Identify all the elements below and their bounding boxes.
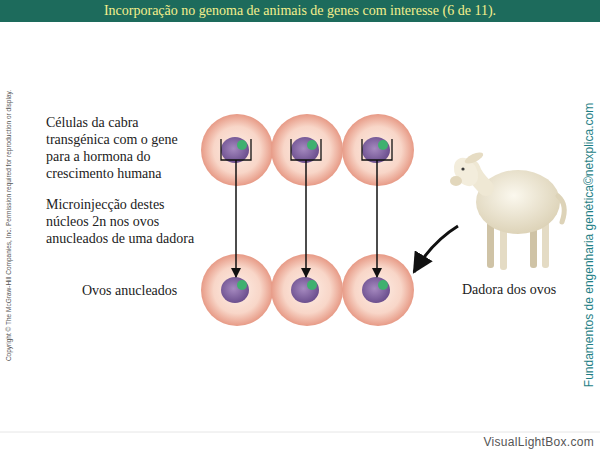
egg-cell <box>201 254 273 326</box>
label-wrap: Ovos anucleados <box>82 282 200 299</box>
cells <box>201 114 414 326</box>
donor-cell <box>342 114 414 186</box>
copyright-note: Copyright © The McGraw-Hill Companies, I… <box>6 89 13 360</box>
label-wrap: Células da cabra transgénica com o gene … <box>46 114 198 182</box>
label-text: Microinjecção destes núcleos 2n nos ovos… <box>46 196 198 247</box>
footer-rule <box>0 432 600 433</box>
label-wrap: Copyright © The McGraw-Hill Companies, I… <box>6 89 13 360</box>
label-wrap: VisualLightBox.com <box>483 435 594 449</box>
egg-cell <box>342 254 414 326</box>
label-text: Ovos anucleados <box>82 282 200 299</box>
watermark: VisualLightBox.com <box>483 435 594 449</box>
title-text: Incorporação no genoma de animais de gen… <box>0 0 600 22</box>
egg-cell <box>271 254 343 326</box>
label-wrap: Dadora dos ovos <box>462 281 586 298</box>
donor-cell <box>271 114 343 186</box>
label-wrap: Fundamentos de engenharia genética©netxp… <box>582 103 596 387</box>
label-text: Dadora dos ovos <box>462 281 586 298</box>
label-wrap: Microinjecção destes núcleos 2n nos ovos… <box>46 196 198 247</box>
transfer-arrows <box>236 160 377 277</box>
nucleus-brackets <box>221 139 392 160</box>
title-bar: Incorporação no genoma de animais de gen… <box>0 0 600 22</box>
watermark: Fundamentos de engenharia genética©netxp… <box>582 103 596 387</box>
donor-arrow <box>414 226 458 272</box>
label-text: Células da cabra transgénica com o gene … <box>46 114 198 182</box>
sheep-figure <box>449 150 564 270</box>
donor-cell <box>201 114 273 186</box>
